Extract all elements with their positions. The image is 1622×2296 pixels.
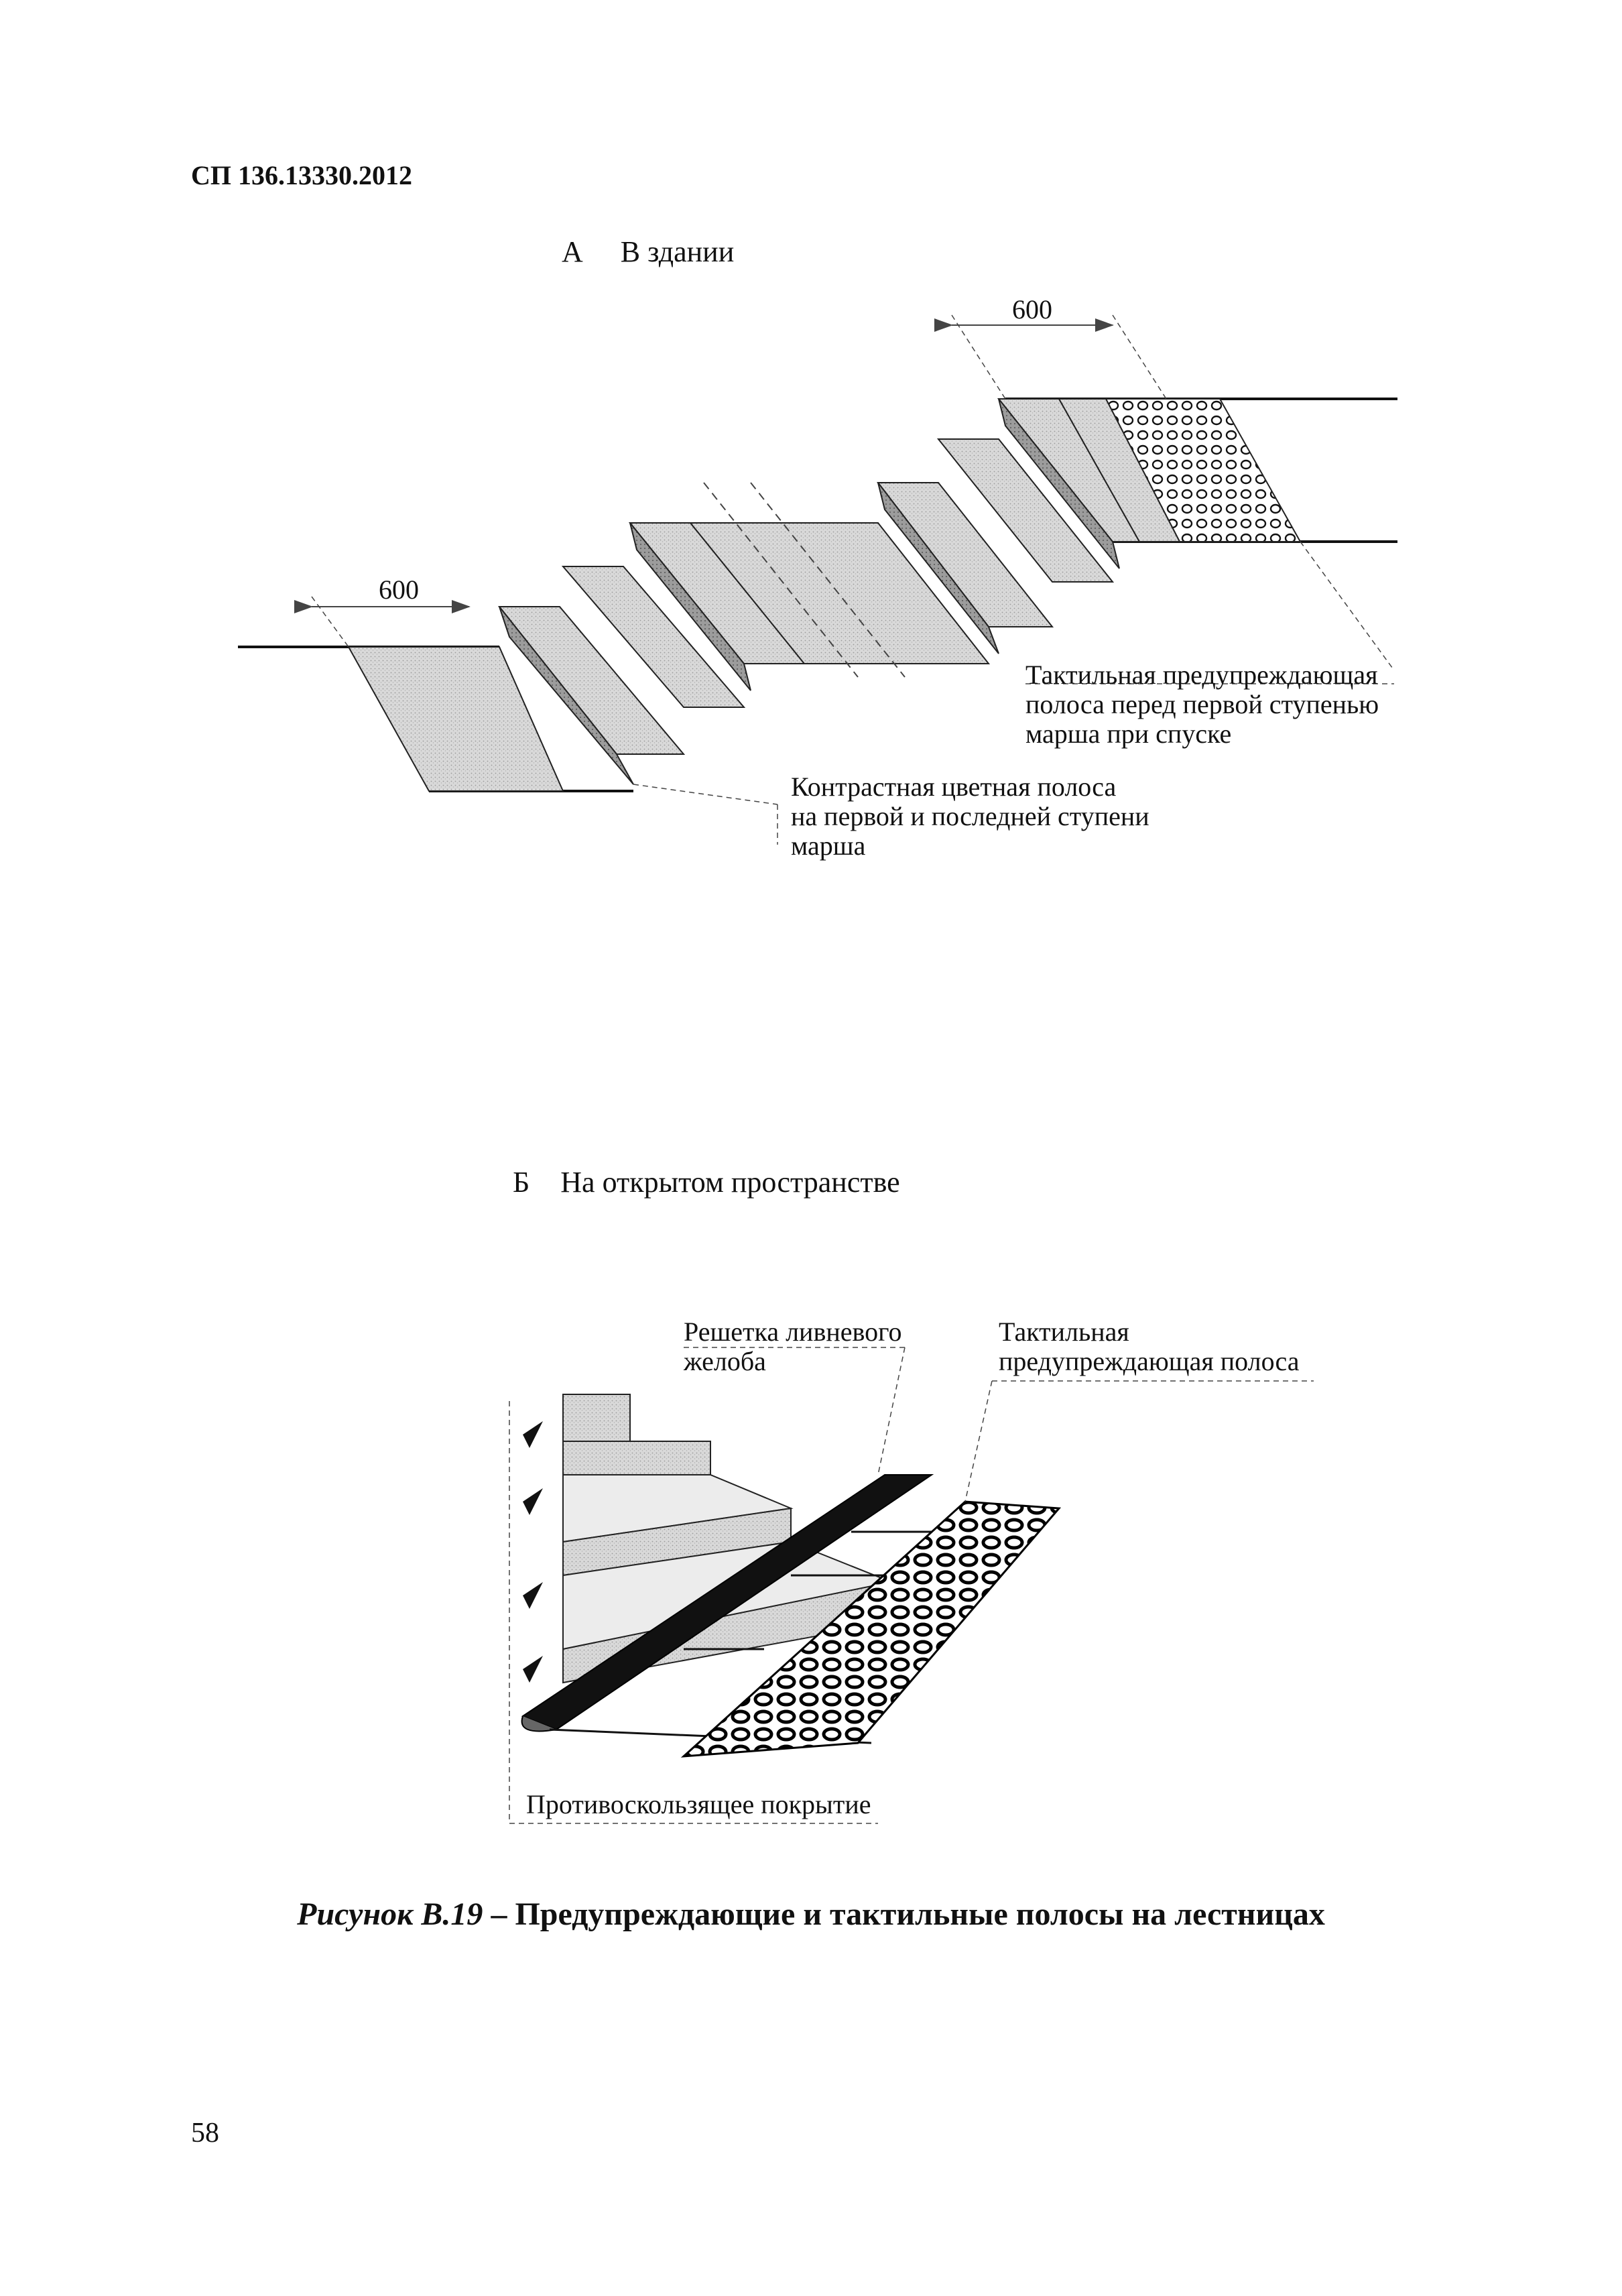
label-drain-grate: Решетка ливневого желоба: [684, 1317, 902, 1376]
figure-caption: Рисунок В.19 – Предупреждающие и тактиль…: [297, 1896, 1325, 1932]
upper-flight: [876, 398, 1141, 654]
lower-landing: [347, 646, 564, 792]
label-antislip: Противоскользящее покрытие: [526, 1789, 871, 1819]
figure-title: Предупреждающие и тактильные полосы на л…: [515, 1896, 1325, 1932]
label-contrast-strip: Контрастная цветная полоса на первой и п…: [791, 772, 1149, 861]
document-code: СП 136.13330.2012: [191, 160, 412, 190]
part-b-letter: Б: [513, 1166, 530, 1199]
dimension-left: 600: [379, 575, 419, 605]
drain-grate: [521, 1474, 934, 1731]
part-a-title: А В здании: [562, 235, 734, 269]
part-b-title: Б На открытом пространстве: [513, 1165, 900, 1199]
middle-landing: [688, 522, 991, 664]
label-tactile-outdoor: Тактильная предупреждающая полоса: [999, 1317, 1300, 1376]
part-b-heading: На открытом пространстве: [560, 1166, 900, 1199]
page-number: 58: [191, 2118, 219, 2149]
part-a-heading: В здании: [620, 235, 735, 268]
label-tactile-indoor: Тактильная предупреждающая полоса перед …: [1025, 660, 1379, 749]
figure-number: Рисунок В.19: [297, 1896, 483, 1932]
part-a-letter: А: [562, 235, 583, 268]
tactile-strip-outdoor: [680, 1500, 1062, 1758]
dimension-right: 600: [1012, 294, 1052, 324]
